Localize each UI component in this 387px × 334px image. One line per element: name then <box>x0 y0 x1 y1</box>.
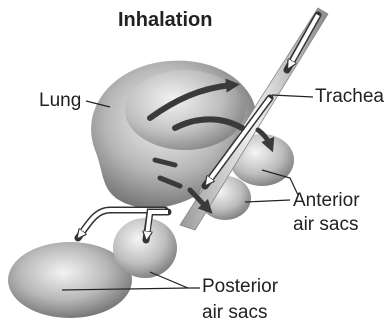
posterior-air-sac-large <box>8 242 132 318</box>
label-anterior-line1: Anterior <box>293 190 360 212</box>
label-posterior-line2: air sacs <box>202 302 267 324</box>
label-lung: Lung <box>39 90 81 112</box>
label-posterior-line1: Posterior <box>202 276 278 298</box>
label-anterior-line2: air sacs <box>293 214 358 236</box>
leader-trachea <box>272 95 313 97</box>
lung-highlight <box>125 70 245 150</box>
arrow-trachea <box>290 15 318 65</box>
diagram-title: Inhalation <box>118 9 212 32</box>
label-trachea: Trachea <box>315 86 384 108</box>
leader-anterior-lower <box>245 200 290 202</box>
